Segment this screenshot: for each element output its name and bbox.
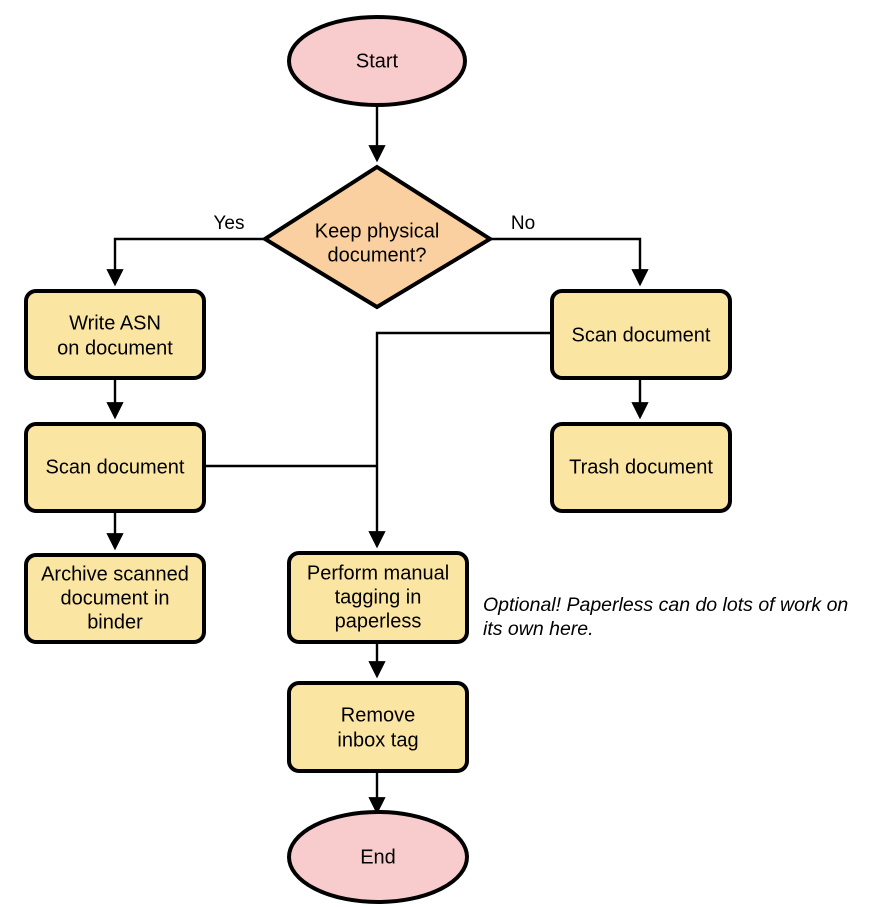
decision-label-line1: Keep physical	[315, 220, 440, 242]
archive-label-line2: document in	[61, 587, 170, 609]
node-scan-document-left[interactable]: Scan document	[24, 422, 206, 513]
edge-decision-yes-to-write-asn	[106, 237, 265, 287]
node-end[interactable]: End	[287, 810, 469, 904]
annotation-optional-note: Optional! Paperless can do lots of work …	[483, 594, 848, 640]
decision-diamond	[261, 164, 494, 310]
remove-inbox-label-line2: inbox tag	[337, 729, 418, 751]
archive-box	[24, 553, 206, 644]
trash-box	[550, 422, 732, 513]
archive-label-line1: Archive scanned	[41, 563, 189, 585]
node-scan-document-right[interactable]: Scan document	[550, 289, 732, 380]
start-label: Start	[356, 50, 399, 72]
edges-group	[106, 105, 649, 815]
edge-label-no: No	[511, 213, 535, 234]
remove-inbox-box	[287, 681, 469, 773]
end-ellipse	[287, 810, 469, 904]
tagging-label-line2: tagging in	[335, 586, 422, 608]
scan-right-box	[550, 289, 732, 380]
annotation-line2: its own here.	[483, 618, 594, 640]
decision-label-line2: document?	[328, 244, 427, 266]
scan-right-label: Scan document	[572, 324, 711, 346]
write-asn-label-line1: Write ASN	[69, 312, 161, 334]
write-asn-label-line2: on document	[57, 337, 173, 359]
tagging-label-line1: Perform manual	[307, 562, 449, 584]
write-asn-box	[24, 289, 206, 380]
edge-scan-right-to-tagging	[368, 331, 552, 549]
node-decision-keep-physical-document[interactable]: Keep physical document?	[261, 164, 494, 310]
tagging-label-line3: paperless	[335, 610, 422, 632]
scan-left-box	[24, 422, 206, 513]
remove-inbox-label-line1: Remove	[341, 704, 415, 726]
node-trash-document[interactable]: Trash document	[550, 422, 732, 513]
node-start[interactable]: Start	[287, 15, 467, 107]
trash-label: Trash document	[569, 456, 713, 478]
tagging-box	[287, 551, 469, 644]
edge-decision-no-to-scan-right	[490, 237, 649, 287]
scan-left-label: Scan document	[46, 456, 185, 478]
archive-label-line3: binder	[87, 611, 143, 633]
end-label: End	[360, 846, 396, 868]
node-perform-manual-tagging[interactable]: Perform manual tagging in paperless	[287, 551, 469, 644]
start-ellipse	[287, 15, 467, 107]
edge-label-yes: Yes	[214, 213, 245, 234]
node-remove-inbox-tag[interactable]: Remove inbox tag	[287, 681, 469, 773]
node-archive-document[interactable]: Archive scanned document in binder	[24, 553, 206, 644]
annotation-line1: Optional! Paperless can do lots of work …	[483, 594, 848, 616]
node-write-asn[interactable]: Write ASN on document	[24, 289, 206, 380]
